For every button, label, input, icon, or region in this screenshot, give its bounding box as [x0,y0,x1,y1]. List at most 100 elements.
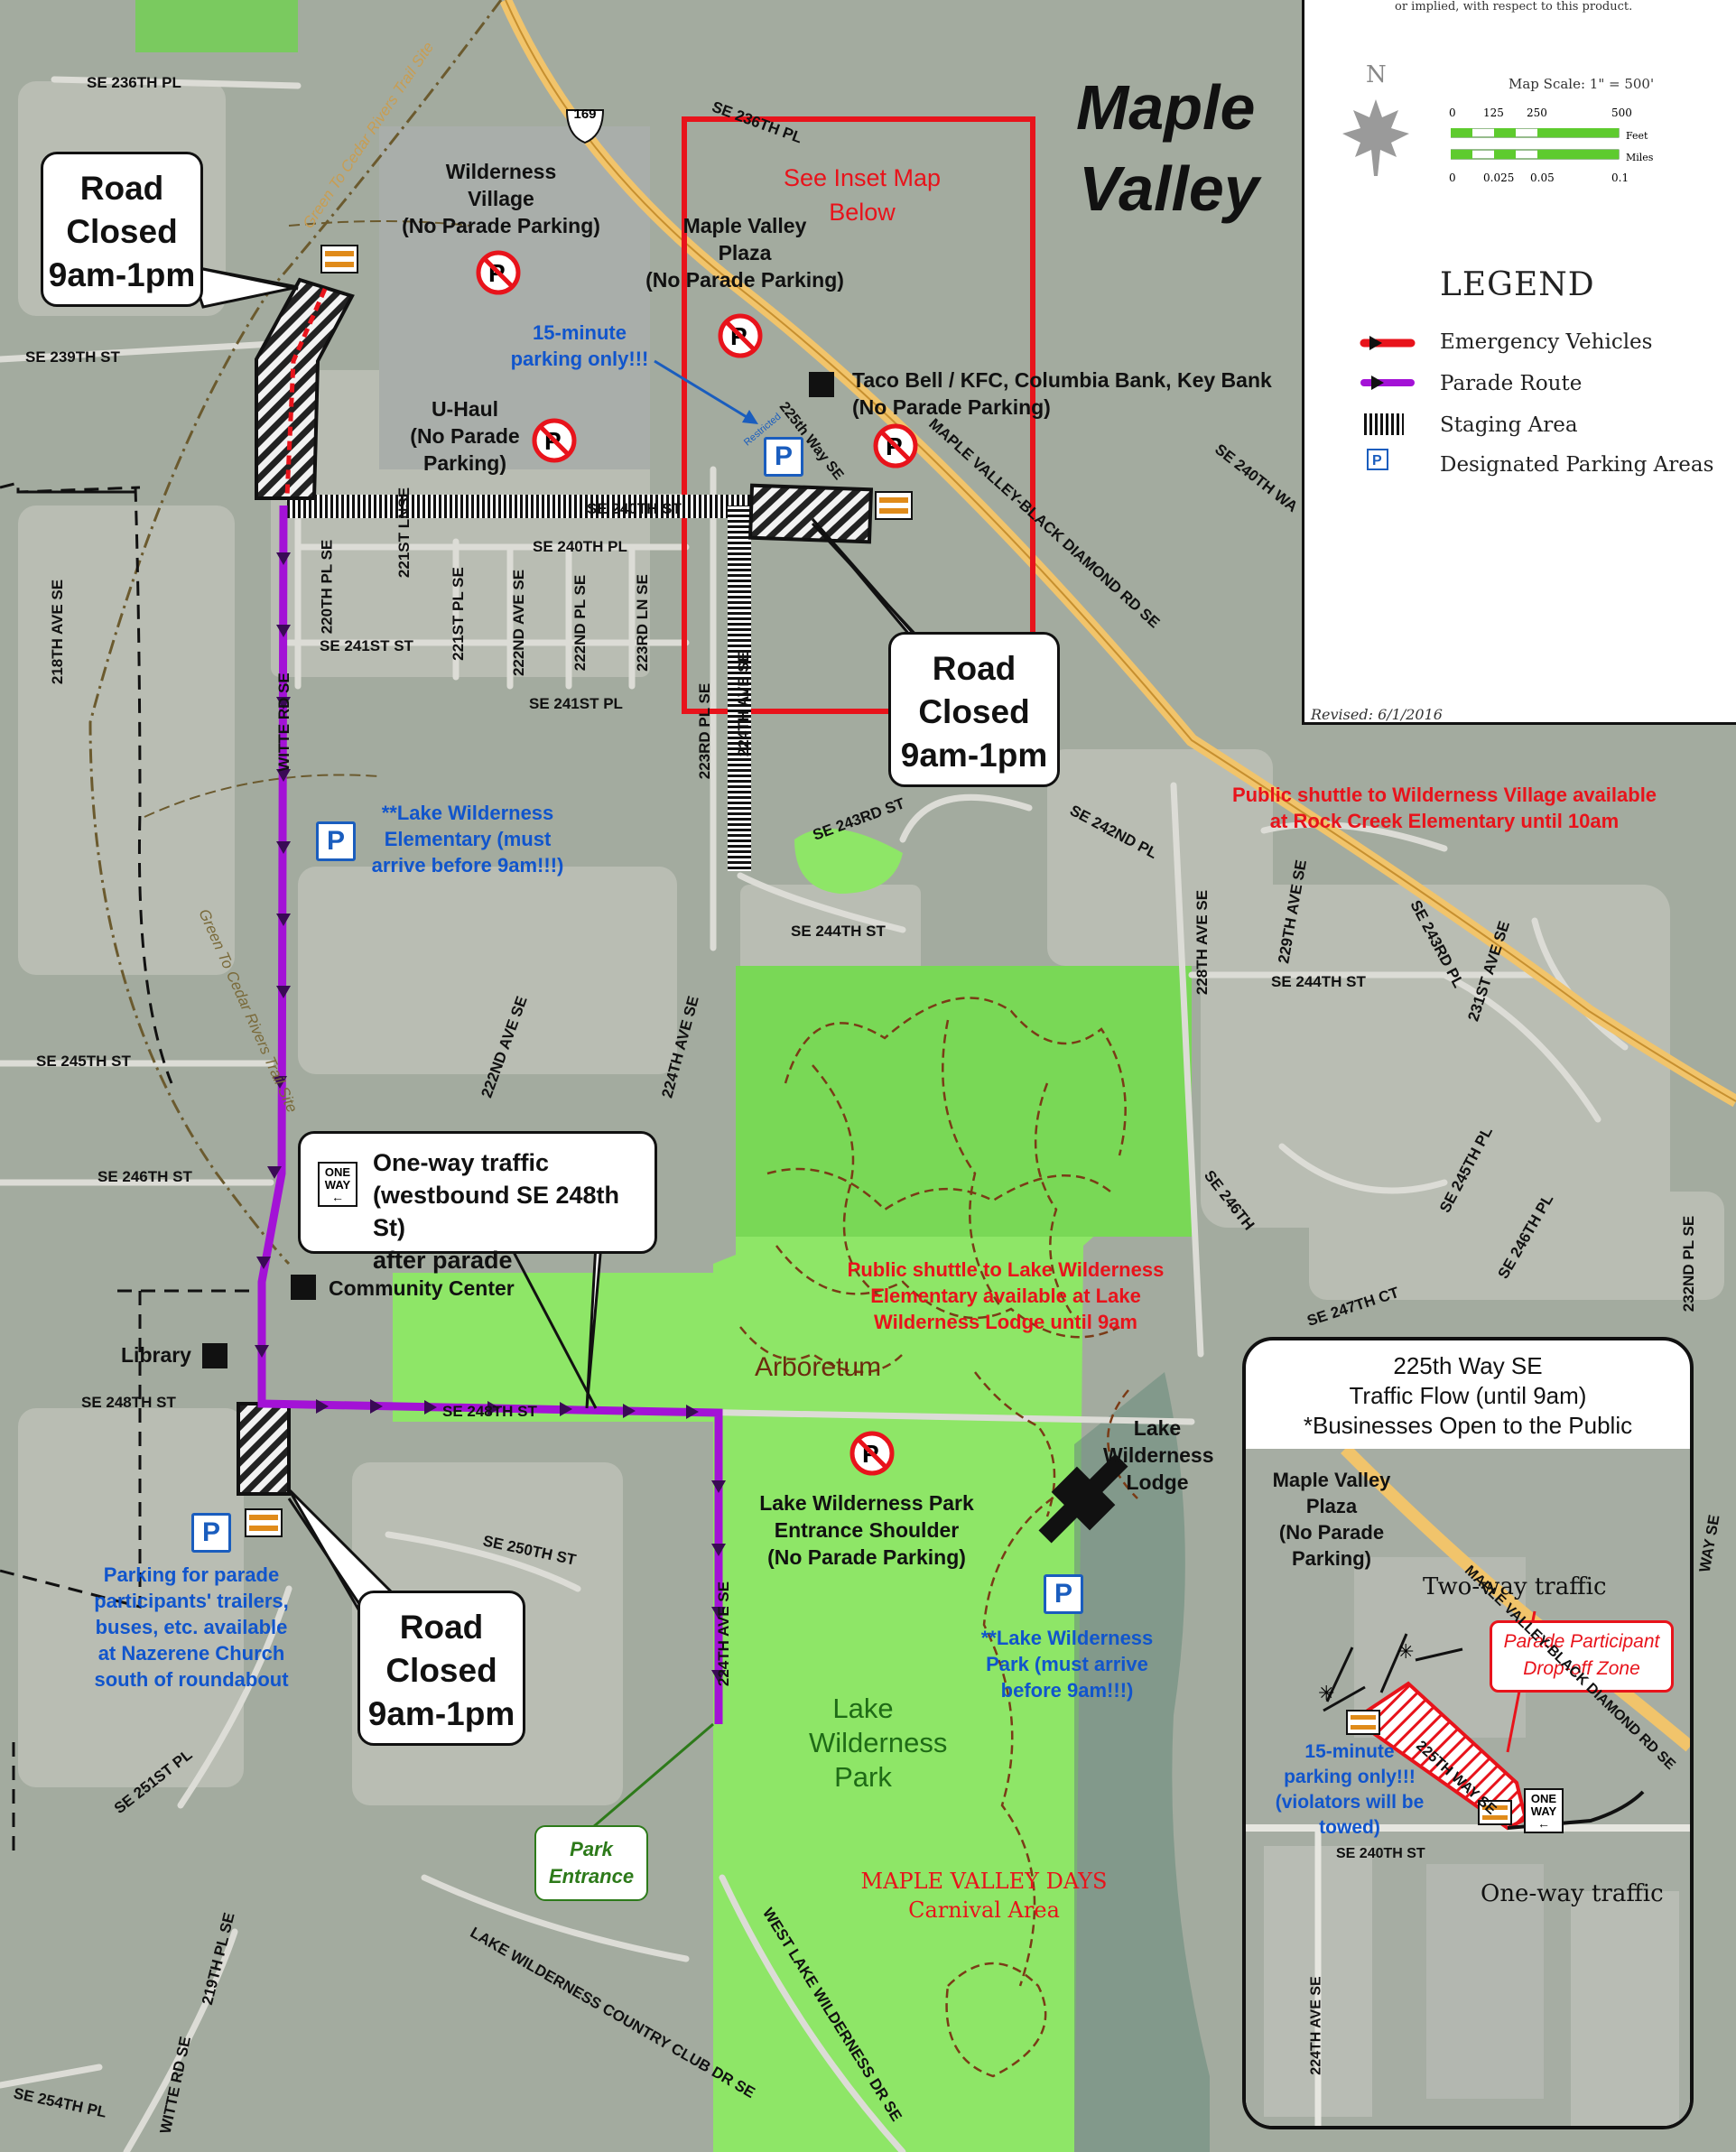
label-line: (violators will be [1275,1792,1425,1813]
callout-line: 9am-1pm [900,737,1048,774]
parking-sign-church[interactable]: P [191,1513,231,1553]
inset-one-way-sign-icon: ONE WAY ← [1524,1788,1564,1833]
callout-line: (westbound SE 248th St) [373,1182,620,1241]
label-line: Wilderness [809,1727,948,1758]
parade-route [257,505,723,1724]
label-line: U-Haul [431,397,499,421]
parking-sign-park[interactable]: P [1044,1574,1083,1614]
parking-sign-elementary[interactable]: P [316,821,356,861]
feet-unit: Feet [1626,130,1648,142]
label-line: Maple Valley [1272,1469,1391,1491]
parking-sign-restricted[interactable]: P [764,437,803,477]
label-line: towed) [1319,1817,1380,1838]
map-scale-label: Map Scale: 1" = 500' [1509,76,1655,92]
label-line: Drop-off Zone [1523,1658,1640,1679]
one-way-sign-text: ONE [1530,1792,1557,1805]
arboretum-label: Arboretum [755,1352,882,1382]
label-line: Parking) [422,451,507,475]
label-line: Parking) [1291,1547,1372,1570]
shuttle-lodge-note: Public shuttle to Lake Wilderness Elemen… [834,1257,1177,1335]
elementary-parking-note: **Lake Wilderness Elementary (must arriv… [359,800,576,878]
field-top [135,0,298,52]
one-way-sign-text: WAY [324,1178,351,1192]
parade-route-arrows [255,552,726,1683]
label-line: buses, etc. available [95,1616,288,1638]
label-line: Village [468,187,534,210]
label-line: Wilderness Lodge until 9am [874,1311,1137,1333]
closure-north [255,277,355,500]
north-indicator: N [1366,61,1387,88]
fifteen-min-arrow [654,359,752,422]
no-parking-icon: P [718,313,763,358]
inset-map[interactable]: 225th Way SE Traffic Flow (until 9am) *B… [1242,1337,1694,2129]
road-222nd-ave: 222ND AVE SE [510,569,528,677]
trail [88,0,503,1266]
road-se-240th-pl: SE 240TH PL [533,538,627,555]
label-line: Park [570,1838,613,1860]
business-marker [809,372,834,397]
label-line: (No Parade Parking) [402,214,600,237]
miles-unit: Miles [1626,152,1654,163]
inset-one-way-label: One-way traffic [1481,1880,1664,1907]
callout-line: 9am-1pm [367,1695,515,1732]
road-se-246th-st: SE 246TH ST [97,1168,192,1185]
lake-wilderness-park-label: Lake Wilderness Park [809,1692,948,1795]
inset-title-line: *Businesses Open to the Public [1303,1412,1633,1439]
callout-line: Road [399,1609,484,1646]
label-line: Carnival Area [908,1897,1060,1923]
legend-parking-areas: Designated Parking Areas [1440,453,1714,477]
road-222nd-pl: 222ND PL SE [571,574,589,672]
city-title-line1: Maple [1076,72,1256,143]
label-line: parking only!!! [510,348,649,370]
no-parking-icon: P [532,418,577,463]
lake [1074,1372,1210,2152]
callout-line: Closed [66,213,178,250]
inset-two-way-label: Two-way traffic [1423,1573,1607,1600]
label-line: (No Parade Parking) [645,268,844,292]
miles-tick-01: 0.1 [1611,172,1629,184]
barricades [245,245,913,1537]
road-closed-callout-roundabout: Road Closed 9am-1pm [357,1591,525,1746]
lake-wilderness-lodge-label: Lake Wilderness Lodge [1103,1415,1214,1496]
road-closed-callout-plaza: Road Closed 9am-1pm [888,632,1060,787]
one-way-sign-text: ONE [324,1165,351,1179]
label-line: Entrance [548,1865,635,1888]
label-line: (No Parade [410,424,520,448]
road-220th-pl: 220TH PL SE [318,539,336,635]
pond-green [794,829,903,894]
maple-valley-plaza-label: Maple Valley Plaza (No Parade Parking) [645,212,844,293]
road-224th-ave-park: 224TH AVE SE [715,1581,733,1687]
label-line: Lodge [1126,1470,1189,1494]
park-entrance-label: Park Entrance [534,1825,648,1901]
miles-tick-0: 0 [1449,172,1456,184]
one-way-sign-icon: ONE WAY ← [318,1162,357,1207]
label-line: MAPLE VALLEY DAYS [860,1869,1108,1894]
miles-tick-0025: 0.025 [1483,172,1515,184]
label-line: Below [829,199,896,226]
no-parking-icon: P [476,250,521,295]
road-223rd-ln: 223RD LN SE [633,574,651,672]
label-line: at Rock Creek Elementary until 10am [1269,810,1620,832]
road-221st-ln: 221ST LNSE [395,487,413,579]
highway-shield-number: 169 [573,107,597,122]
legend-staging-area: Staging Area [1440,413,1578,437]
label-line: Elementary available at Lake [870,1285,1141,1307]
callout-line: 9am-1pm [48,256,196,293]
lodge-building [1038,1453,1128,1544]
label-line: Plaza [1305,1495,1358,1517]
road-se-241st-pl: SE 241ST PL [529,695,623,712]
road-se-239th-st: SE 239TH ST [25,348,120,366]
inset-base: ✳ ✳ [1246,1449,1690,2126]
road-232nd-pl: 232ND PL SE [1680,1215,1698,1313]
road-se-244th-st: SE 244TH ST [791,923,886,940]
scale-bars [1451,128,1620,160]
closure-plaza [747,483,874,544]
label-line: Lake Wilderness Park [759,1491,974,1515]
label-line: **Lake Wilderness [980,1627,1154,1649]
label-line: Maple Valley [682,214,807,237]
callout-line: Closed [385,1652,497,1689]
oneway-pointer [504,1236,598,1409]
feet-tick-250: 250 [1527,107,1547,119]
park-entrance-pointer [586,1722,714,1834]
